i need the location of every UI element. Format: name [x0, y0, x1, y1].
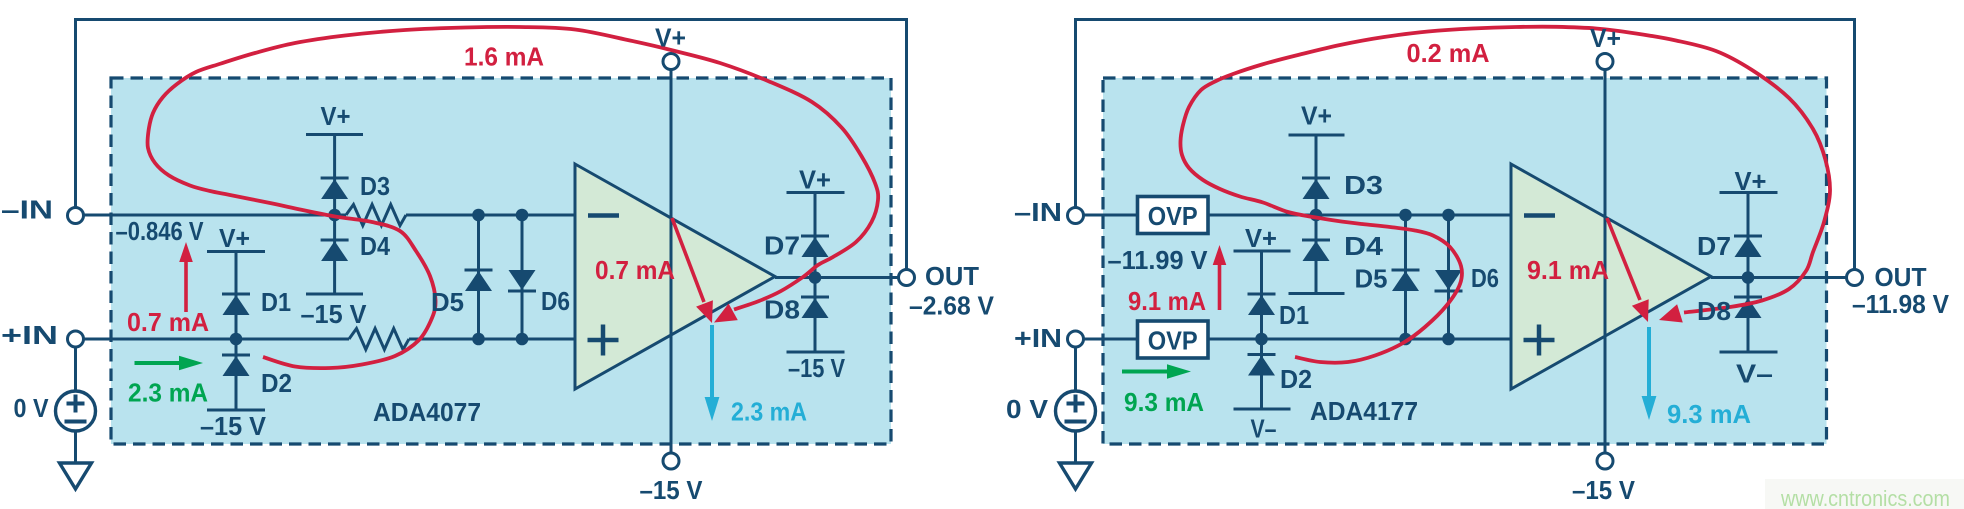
svg-text:ADA4177: ADA4177 [1310, 396, 1418, 426]
svg-text:2.3 mA: 2.3 mA [731, 397, 807, 427]
svg-text:D7: D7 [1697, 231, 1731, 261]
svg-text:D2: D2 [261, 368, 292, 398]
svg-text:D1: D1 [261, 287, 291, 317]
svg-text:–IN: –IN [1, 195, 53, 225]
svg-text:OVP: OVP [1148, 326, 1198, 356]
svg-text:V+: V+ [1245, 223, 1277, 253]
svg-text:D5: D5 [1355, 264, 1388, 294]
svg-text:D3: D3 [360, 171, 390, 201]
svg-text:+IN: +IN [1014, 323, 1062, 353]
svg-text:–15 V: –15 V [200, 411, 267, 441]
svg-text:V+: V+ [1301, 101, 1332, 131]
svg-text:V+: V+ [1590, 23, 1621, 53]
svg-text:–15 V: –15 V [640, 475, 704, 505]
svg-text:0.7 mA: 0.7 mA [127, 307, 209, 337]
svg-text:–15 V: –15 V [788, 353, 846, 383]
svg-text:–0.846 V: –0.846 V [116, 216, 205, 246]
svg-text:0.7 mA: 0.7 mA [595, 255, 675, 285]
svg-text:9.1 mA: 9.1 mA [1128, 286, 1206, 316]
svg-text:V+: V+ [321, 101, 351, 131]
svg-text:D1: D1 [1279, 300, 1309, 330]
svg-text:9.3 mA: 9.3 mA [1124, 387, 1204, 417]
svg-text:D4: D4 [1344, 231, 1384, 261]
svg-text:–15 V: –15 V [1572, 475, 1636, 505]
svg-text:9.3 mA: 9.3 mA [1667, 399, 1751, 429]
svg-text:OVP: OVP [1148, 201, 1198, 231]
svg-text:+IN: +IN [1, 320, 58, 350]
svg-text:0.2 mA: 0.2 mA [1407, 38, 1490, 68]
svg-text:D8: D8 [1697, 296, 1731, 326]
svg-text:9.1 mA: 9.1 mA [1527, 255, 1609, 285]
svg-text:1.6 mA: 1.6 mA [464, 42, 544, 72]
svg-text:V–: V– [1736, 359, 1773, 389]
svg-text:0 V: 0 V [1006, 394, 1049, 424]
svg-text:D7: D7 [764, 231, 800, 261]
svg-text:–15 V: –15 V [301, 299, 368, 329]
svg-text:V+: V+ [1735, 166, 1767, 196]
svg-text:OUT: OUT [925, 261, 979, 291]
svg-text:www.cntronics.com: www.cntronics.com [1780, 486, 1950, 509]
svg-text:D6: D6 [541, 286, 570, 316]
svg-text:D3: D3 [1344, 170, 1383, 200]
svg-text:V–: V– [1251, 414, 1277, 444]
svg-text:–2.68 V: –2.68 V [909, 291, 995, 321]
svg-text:D8: D8 [764, 295, 800, 325]
svg-text:–11.99 V: –11.99 V [1108, 245, 1209, 275]
svg-text:OUT: OUT [1875, 262, 1927, 292]
svg-text:V+: V+ [655, 23, 686, 53]
svg-text:V+: V+ [799, 165, 831, 195]
svg-text:D4: D4 [360, 231, 390, 261]
svg-text:V+: V+ [219, 223, 250, 253]
svg-text:2.3 mA: 2.3 mA [128, 378, 208, 408]
svg-text:0 V: 0 V [14, 393, 50, 423]
svg-text:D6: D6 [1471, 263, 1499, 293]
svg-text:D2: D2 [1280, 364, 1312, 394]
svg-text:D5: D5 [431, 287, 464, 317]
svg-text:–IN: –IN [1014, 197, 1062, 227]
svg-text:ADA4077: ADA4077 [373, 397, 481, 427]
svg-text:–11.98 V: –11.98 V [1852, 289, 1950, 319]
